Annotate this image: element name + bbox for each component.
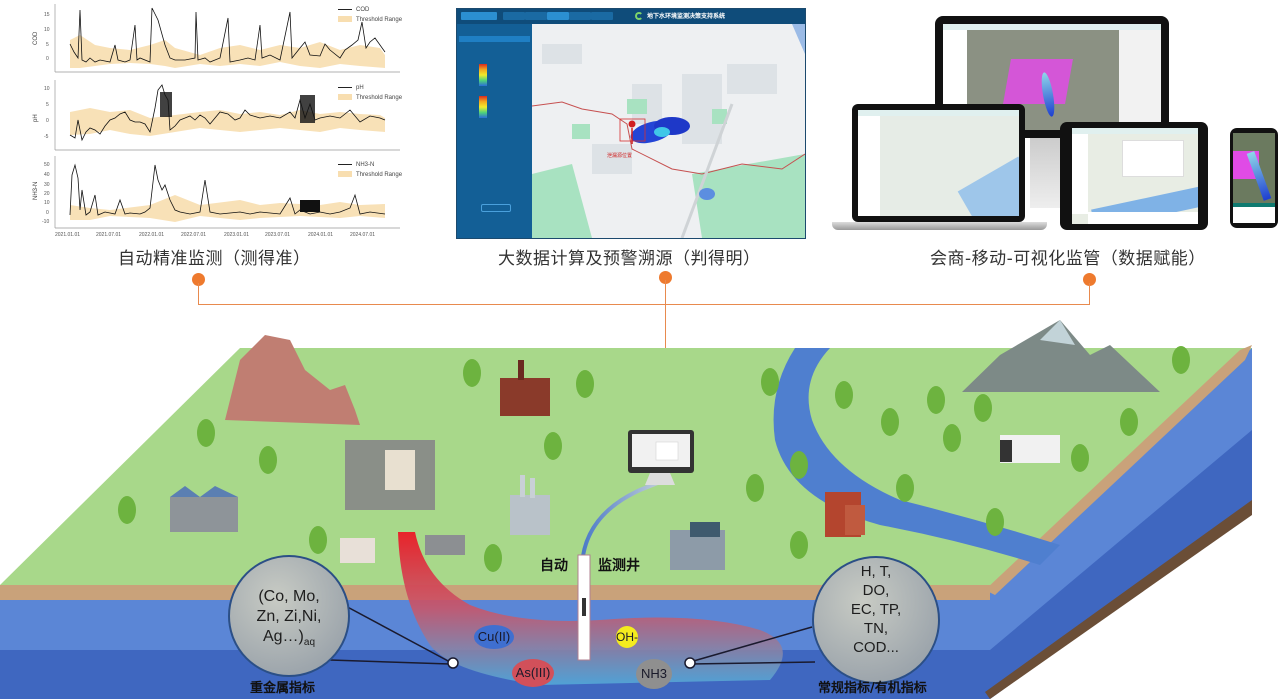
y-tick: 30 [44,182,50,188]
sidebar-button [481,204,511,212]
y-tick: -10 [42,219,50,225]
x-tick: 2021.01.01 [55,232,81,238]
y-tick: 10 [44,86,50,92]
y-tick: 0 [46,56,49,62]
x-tick: 2024.07.01 [350,232,376,238]
well-label-auto: 自动 [540,558,568,574]
ion-nh3: NH3 [636,659,672,689]
cod-legend: COD Threshold Range [338,5,402,25]
x-tick: 2023.07.01 [265,232,291,238]
y-tick: 0 [46,210,49,216]
nav-button [591,12,613,20]
callout-line: TN, [863,620,889,637]
general-indicators-callout: H, T, DO, EC, TP, TN, COD... [812,556,940,684]
cod-axis-label: COD [33,31,39,45]
callout-line: H, T, [860,563,892,580]
y-tick: 50 [44,162,50,168]
snow-mountain [962,320,1160,392]
callout-line: Ag…) [262,628,304,645]
callout-line: (Co, Mo, [258,588,320,605]
connector-dot [659,271,672,284]
nav-button [569,12,591,20]
x-tick: 2023.01.01 [224,232,250,238]
connector-dot [1083,273,1096,286]
callout-line: Zn, Zi,Ni, [256,608,322,625]
caption-mobile-visual-supervision: 会商-移动-可视化监管（数据赋能） [930,249,1206,269]
smartphone [1230,128,1278,228]
x-tick: 2024.01.01 [308,232,334,238]
nav-button [525,12,547,20]
nh3n-axis-label: NH3-N [33,181,39,200]
x-tick: 2021.07.01 [96,232,122,238]
y-tick: 40 [44,172,50,178]
color-scale-legend [479,96,487,118]
y-tick: 15 [44,12,50,18]
callout-line: COD... [853,639,899,656]
heavy-metals-callout: (Co, Mo, Zn, Zi,Ni, Ag…)aq [228,555,350,677]
connector-dot [192,273,205,286]
y-tick: 10 [44,200,50,206]
callout-line: EC, TP, [850,601,902,618]
groundwater-scene [0,320,1252,699]
nav-button [461,12,497,20]
ph-axis-label: pH [33,114,39,122]
heavy-metals-title: 重金属指标 [250,681,316,696]
ph-legend: pH Threshold Range [338,83,402,103]
caption-precise-monitoring: 自动精准监测（测得准） [118,249,311,269]
ion-cu: Cu(II) [474,625,514,649]
general-indicators-title: 常规指标/有机指标 [818,681,927,696]
logo-icon [635,12,643,20]
leak-source-label: 泄漏源位置 [607,153,633,159]
factories-and-buildings [170,360,1060,570]
nh3n-legend: NH3-N Threshold Range [338,160,402,180]
dashboard-title: 地下水环境监测决策支持系统 [647,13,726,20]
rocky-mountain [225,335,360,425]
x-tick: 2022.01.01 [139,232,165,238]
subscript: aq [303,637,316,649]
well-label-monitoring: 监测井 [598,558,640,574]
trees [118,346,1190,572]
ion-oh: OH- [616,626,638,648]
y-tick: -5 [44,134,49,140]
laptop-base [832,222,1047,230]
tablet [1060,122,1208,230]
ion-as: As(III) [512,659,554,687]
time-series-chart-stack [54,4,400,229]
dashboard-sidebar [457,24,532,238]
pollution-plume [630,117,690,144]
caption-big-data-warning: 大数据计算及预警溯源（判得明） [498,249,761,269]
nav-button [547,12,569,20]
color-scale-legend [479,64,487,86]
y-tick: 10 [44,27,50,33]
y-tick: 5 [46,102,49,108]
y-tick: 20 [44,191,50,197]
dashboard-map: 泄漏源位置 [532,24,805,238]
laptop [852,104,1025,222]
dashboard-header: 地下水环境监测决策支持系统 [457,9,805,24]
callout-line: DO, [862,582,890,599]
y-tick: 5 [46,42,49,48]
y-tick: 0 [46,118,49,124]
x-tick: 2022.07.01 [181,232,207,238]
warning-dashboard-screenshot: 地下水环境监测决策支持系统 [456,8,806,239]
nav-button [503,12,525,20]
